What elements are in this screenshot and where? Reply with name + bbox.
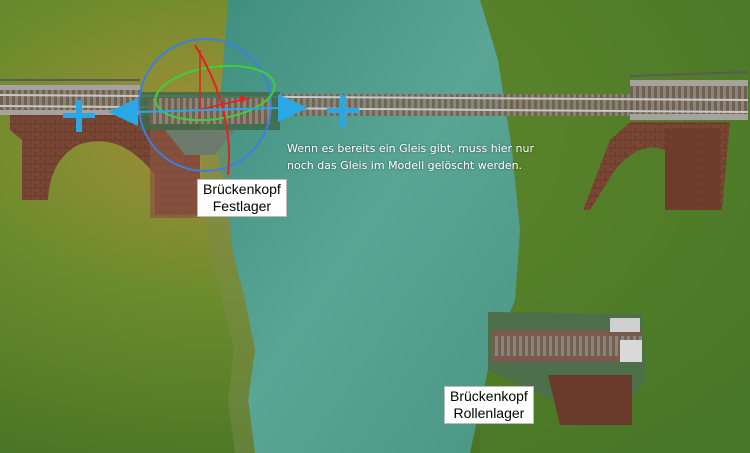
label-roller-bearing-line1: Brückenkopf — [450, 388, 528, 404]
move-right-arrow-icon[interactable] — [278, 94, 308, 122]
hint-line2: noch das Gleis im Modell gelöscht werden… — [287, 159, 523, 172]
label-roller-bearing-line2: Rollenlager — [453, 405, 525, 421]
rotation-ring-green[interactable] — [152, 59, 278, 127]
plus-icon-right[interactable] — [327, 95, 359, 127]
riverbank-left — [200, 140, 255, 453]
label-fixed-bearing: Brückenkopf Festlager — [197, 179, 287, 217]
right-viaduct — [583, 122, 730, 210]
plus-icon[interactable] — [63, 100, 95, 132]
hint-line1: Wenn es bereits ein Gleis gibt, muss hie… — [287, 142, 535, 155]
bridge-head-roller[interactable] — [488, 312, 646, 425]
hint-text: Wenn es bereits ein Gleis gibt, muss hie… — [287, 140, 534, 174]
rotation-ring-blue[interactable] — [138, 38, 272, 172]
label-fixed-bearing-line2: Festlager — [212, 198, 272, 214]
label-roller-bearing: Brückenkopf Rollenlager — [444, 386, 534, 424]
label-fixed-bearing-line1: Brückenkopf — [203, 181, 281, 197]
move-left-arrow-icon[interactable] — [108, 98, 138, 126]
